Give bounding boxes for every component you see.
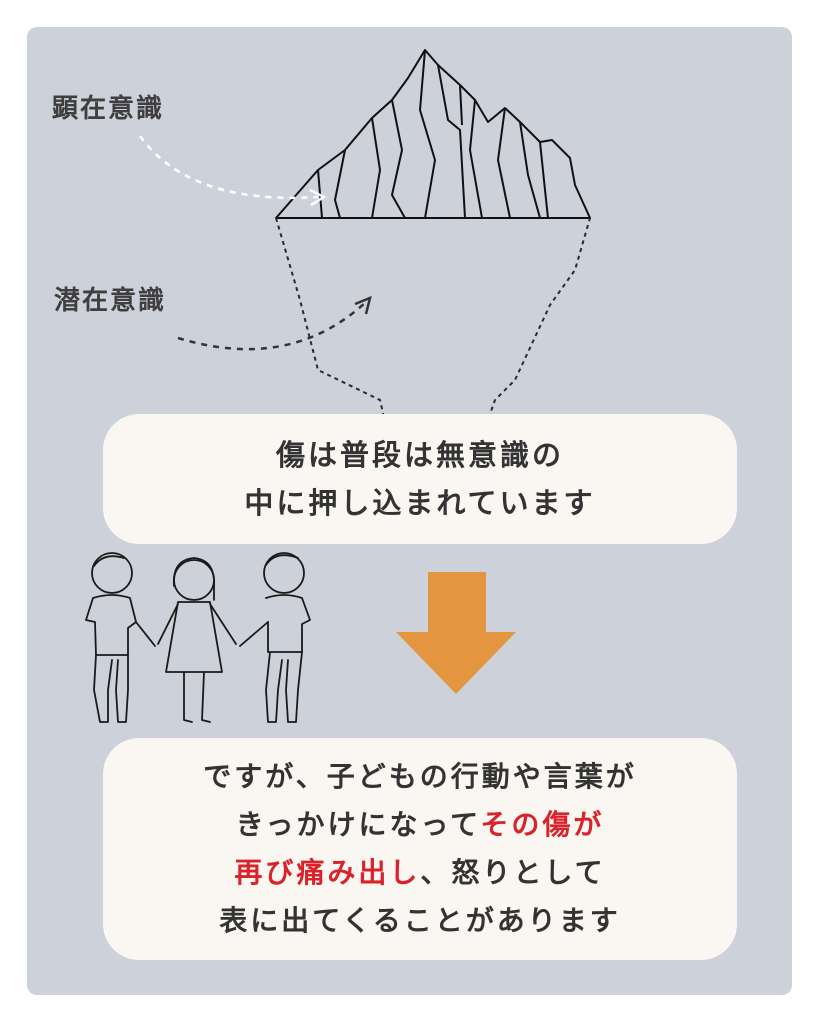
subconscious-arrow-head <box>354 295 372 315</box>
top-card-line-2: 中に押し込まれています <box>244 486 596 520</box>
bottom-card-line-3: 再び痛み出し、怒りとして <box>234 849 605 897</box>
label-subconscious: 潜在意識 <box>54 286 167 316</box>
info-card-bottom: ですが、子どもの行動や言葉が きっかけになってその傷が 再び痛み出し、怒りとして… <box>103 738 737 960</box>
subconscious-arrow <box>177 301 367 351</box>
iceberg-icon <box>275 49 591 219</box>
bottom-card-line-3-normal: 、怒りとして <box>420 856 606 889</box>
down-arrow-icon <box>396 572 516 694</box>
conscious-arrow-head <box>309 188 327 207</box>
top-card-line-1: 傷は普段は無意識の <box>275 438 564 472</box>
children-holding-hands-icon <box>85 552 311 723</box>
bottom-card-line-2-highlight: その傷が <box>480 808 605 841</box>
bottom-card-line-1: ですが、子どもの行動や言葉が <box>203 760 637 793</box>
conscious-arrow <box>138 135 319 200</box>
info-card-top: 傷は普段は無意識の 中に押し込まれています <box>103 414 737 544</box>
bottom-card-line-2-normal: きっかけになって <box>235 808 481 841</box>
bottom-card-line-2: きっかけになってその傷が <box>236 801 605 849</box>
bottom-card-line-4: 表に出てくることがあります <box>219 904 621 937</box>
label-conscious: 顕在意識 <box>52 94 165 124</box>
bottom-card-line-3-highlight: 再び痛み出し <box>234 856 421 889</box>
